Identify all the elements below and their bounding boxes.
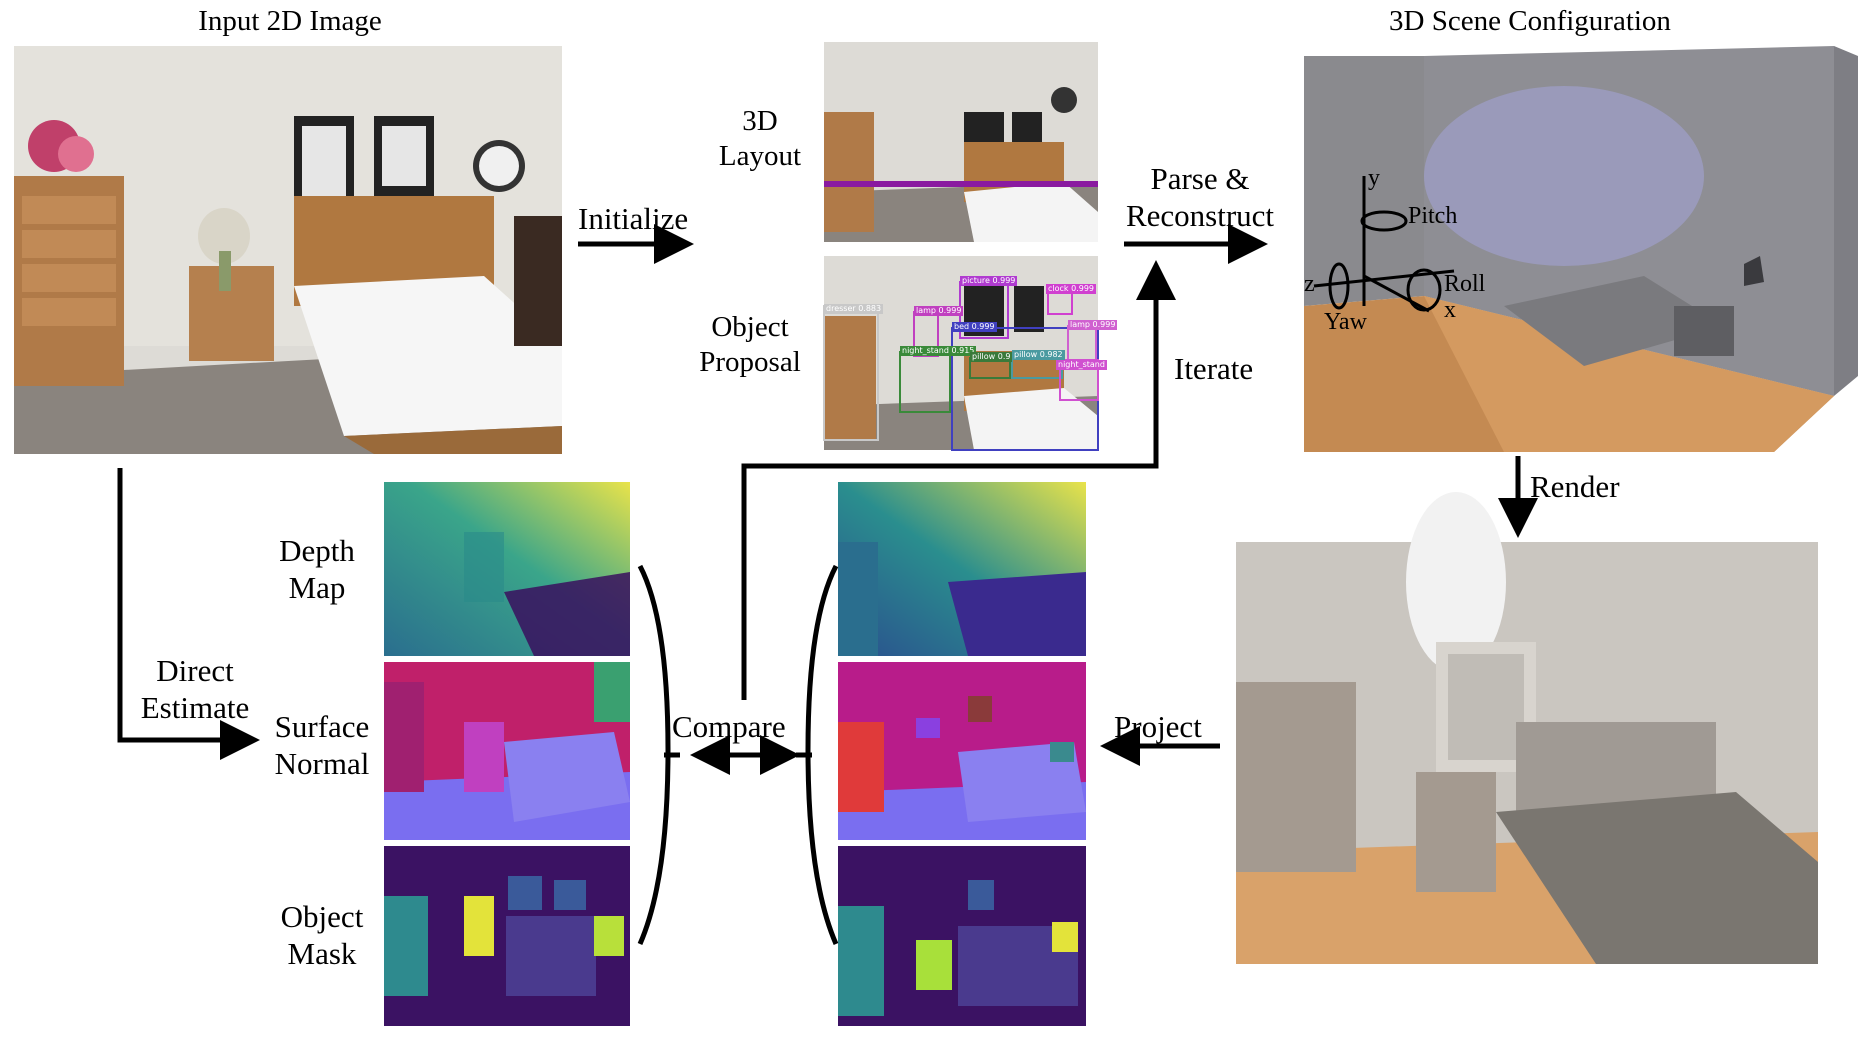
depth-label-line2: Map — [288, 570, 346, 606]
projected-object-mask — [838, 846, 1086, 1026]
detection-tag: night_stand 0.915 — [900, 346, 977, 356]
mask-label: Object Mask — [262, 898, 382, 972]
direct-estimate-arrow — [117, 468, 260, 760]
iterate-label: Iterate — [1174, 351, 1254, 386]
detection-tag: dresser 0.883 — [824, 304, 884, 314]
estimated-surface-normal — [384, 662, 630, 840]
detection-tag: bed 0.999 — [952, 322, 997, 332]
projected-surface-normal — [838, 662, 1086, 840]
right-bracket — [805, 564, 839, 946]
input-2d-image — [14, 46, 562, 454]
iterate-arrow — [741, 260, 1176, 700]
scene-configuration-title: 3D Scene Configuration — [1389, 5, 1671, 37]
projected-depth-map — [838, 482, 1086, 656]
axis-z-label: z — [1304, 271, 1315, 297]
depth-label-line1: Depth — [279, 533, 355, 568]
axis-x-label: x — [1444, 297, 1456, 323]
axis-y-label: y — [1368, 165, 1380, 191]
scene-configuration-image: y z x Pitch Yaw Roll — [1304, 46, 1858, 452]
estimated-depth-map — [384, 482, 630, 656]
detection-tag: pillow 0.982 — [1012, 350, 1065, 360]
pitch-label: Pitch — [1408, 203, 1458, 229]
detection-tag: lamp 0.999 — [914, 306, 964, 316]
detection-tag: night_stand — [1056, 360, 1107, 370]
proposal-label-line2: Proposal — [699, 345, 801, 378]
left-bracket — [637, 564, 671, 946]
rendered-image — [1236, 492, 1818, 964]
yaw-label: Yaw — [1324, 309, 1367, 335]
detection-tag: pillow 0.9 — [970, 352, 1013, 362]
mask-label-line1: Object — [280, 899, 364, 934]
proposal-image: dresser 0.883 picture 0.999 clock 0.999 … — [823, 256, 1118, 451]
layout-image — [824, 42, 1098, 242]
normal-label-line2: Normal — [274, 746, 370, 782]
gimbal-icon — [1313, 176, 1455, 313]
render-label: Render — [1530, 469, 1620, 504]
roll-label: Roll — [1444, 271, 1486, 297]
parse-label-line1: Parse & — [1150, 161, 1250, 196]
proposal-label: Object Proposal — [680, 310, 820, 380]
direct-estimate-label: Direct Estimate — [120, 652, 270, 726]
layout-label-line1: 3D — [742, 105, 778, 137]
layout-label: 3D Layout — [700, 104, 820, 174]
input-image-title: Input 2D Image — [198, 5, 382, 37]
layout-label-line2: Layout — [718, 139, 802, 172]
normal-label-line1: Surface — [274, 709, 370, 744]
detection-tag: picture 0.999 — [960, 276, 1018, 286]
proposal-label-line1: Object — [711, 311, 789, 343]
direct-label-line2: Estimate — [140, 690, 250, 726]
estimated-object-mask — [384, 846, 630, 1026]
detection-tag: lamp 0.999 — [1068, 320, 1118, 330]
detection-tag: clock 0.999 — [1046, 284, 1096, 294]
normal-label: Surface Normal — [262, 708, 382, 782]
mask-label-line2: Mask — [287, 936, 357, 972]
direct-label-line1: Direct — [156, 653, 234, 688]
depth-label: Depth Map — [262, 532, 372, 606]
parse-reconstruct-label: Parse & Reconstruct — [1110, 160, 1290, 234]
